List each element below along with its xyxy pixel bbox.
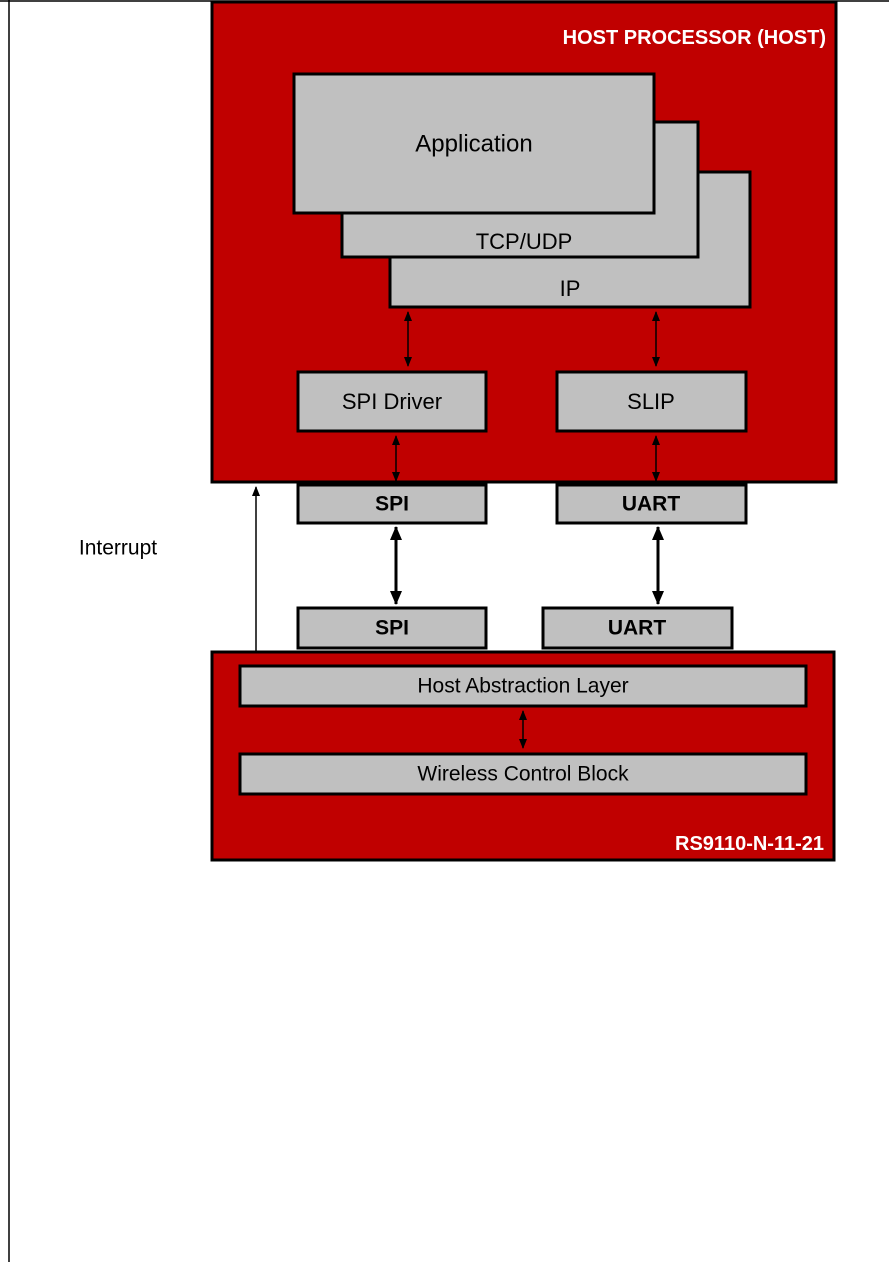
slip-label: SLIP (627, 389, 675, 414)
wireless-control-block-label: Wireless Control Block (417, 763, 629, 786)
host-abstraction-layer-box (238, 664, 808, 708)
ip-label: IP (560, 276, 581, 301)
application-label: Application (415, 130, 532, 157)
spi-driver-box (296, 370, 488, 433)
application-box (292, 72, 656, 215)
module-uart-box (541, 606, 734, 650)
module-spi-box (296, 606, 488, 650)
interrupt-label: Interrupt (79, 537, 157, 560)
rs9110-module-title: RS9110-N-11-21 (675, 833, 824, 855)
host-spi-box (296, 483, 488, 525)
host-abstraction-layer-label: Host Abstraction Layer (417, 675, 628, 698)
host-spi-label: SPI (375, 493, 409, 516)
module-spi-label: SPI (375, 617, 409, 640)
wireless-control-block-box (238, 752, 808, 796)
spi-driver-label: SPI Driver (342, 389, 442, 414)
tcp-udp-label: TCP/UDP (476, 229, 573, 254)
module-uart-label: UART (608, 617, 666, 640)
host-processor-title: HOST PROCESSOR (HOST) (563, 27, 826, 49)
host-uart-box (555, 483, 748, 525)
slip-box (555, 370, 748, 433)
host-uart-label: UART (622, 493, 680, 516)
